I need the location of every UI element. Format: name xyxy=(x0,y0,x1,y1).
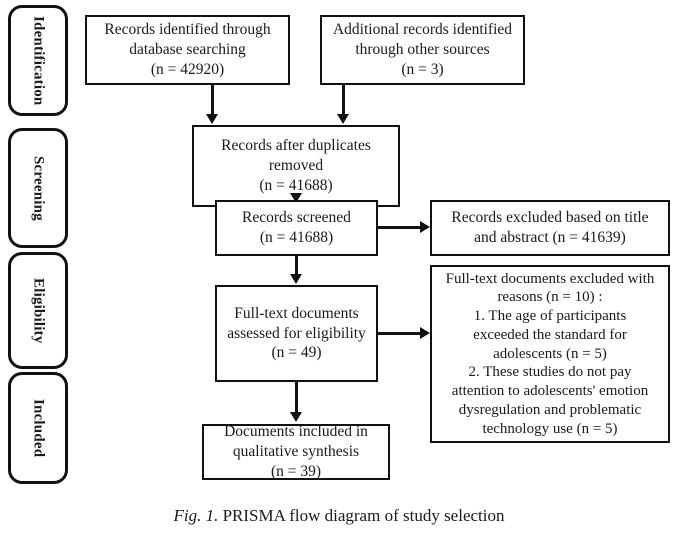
box-line: qualitative synthesis xyxy=(232,443,360,461)
arrowhead-database-to-duplicates xyxy=(206,114,218,124)
box-additional-records-other-sources: Additional records identified through ot… xyxy=(320,15,525,85)
arrowhead-fulltext-to-included xyxy=(290,412,302,422)
box-line: reasons (n = 10) : xyxy=(497,289,603,306)
box-line: Records after duplicates xyxy=(221,137,371,155)
box-line: technology use (n = 5) xyxy=(482,420,618,437)
box-fulltext-assessed-eligibility: Full-text documents assessed for eligibi… xyxy=(215,285,378,382)
box-line: 1. The age of participants xyxy=(473,308,627,325)
box-records-excluded-title-abstract: Records excluded based on title and abst… xyxy=(430,200,670,256)
connector-fulltext-to-included xyxy=(295,382,298,415)
box-line: (n = 49) xyxy=(271,344,322,362)
stage-label-screening: Screening xyxy=(8,128,68,248)
box-line: Records excluded based on title xyxy=(451,209,649,227)
box-documents-included-qualitative-synthesis: Documents included in qualitative synthe… xyxy=(202,423,390,480)
box-line: removed xyxy=(268,157,324,175)
connector-database-to-duplicates xyxy=(211,85,214,116)
box-line: adolescents (n = 5) xyxy=(493,345,607,362)
box-line: assessed for eligibility xyxy=(227,324,366,342)
connector-screened-to-excluded xyxy=(378,226,422,229)
box-line: Records identified through xyxy=(104,21,271,39)
box-line: (n = 3) xyxy=(401,60,444,78)
stage-label-included-text: Included xyxy=(30,398,47,458)
box-line: attention to adolescents' emotion xyxy=(451,383,649,400)
connector-screened-to-fulltext xyxy=(295,256,298,277)
arrowhead-screened-to-excluded xyxy=(420,221,430,233)
box-line: database searching xyxy=(129,41,246,59)
box-line: (n = 42920) xyxy=(150,60,225,78)
stage-label-included: Included xyxy=(8,372,68,484)
stage-label-identification: Identification xyxy=(8,5,68,116)
box-records-screened: Records screened (n = 41688) xyxy=(215,200,378,256)
box-line: (n = 39) xyxy=(270,462,322,480)
stage-label-identification-text: Identification xyxy=(30,15,47,106)
box-line: (n = 41688) xyxy=(259,176,333,194)
box-line: and abstract (n = 41639) xyxy=(474,229,626,246)
box-line: 2. These studies do not pay xyxy=(468,364,632,381)
arrowhead-duplicates-to-screened xyxy=(290,193,302,203)
box-line: (n = 41688) xyxy=(259,229,334,246)
arrowhead-screened-to-fulltext xyxy=(290,274,302,284)
box-line: through other sources xyxy=(355,41,490,59)
box-line: Additional records identified xyxy=(332,21,513,39)
box-line: exceeded the standard for xyxy=(473,326,627,343)
arrowhead-other-sources-to-duplicates xyxy=(337,114,349,124)
box-line: dysregulation and problematic xyxy=(458,401,642,418)
figure-caption: Fig. 1. PRISMA flow diagram of study sel… xyxy=(0,505,678,527)
figure-caption-text: PRISMA flow diagram of study selection xyxy=(222,506,505,525)
box-line: Full-text documents excluded with xyxy=(445,270,655,287)
box-fulltext-excluded-with-reasons: Full-text documents excluded with reason… xyxy=(430,265,670,443)
stage-label-eligibility: Eligibility xyxy=(8,252,68,369)
arrowhead-fulltext-to-excluded-reasons xyxy=(420,327,430,339)
box-records-identified-database: Records identified through database sear… xyxy=(85,15,290,85)
box-line: Records screened xyxy=(242,209,351,227)
stage-label-screening-text: Screening xyxy=(30,155,47,221)
figure-caption-label: Fig. 1. xyxy=(173,506,219,525)
stage-label-eligibility-text: Eligibility xyxy=(30,277,47,344)
connector-other-sources-to-duplicates xyxy=(342,85,345,116)
connector-fulltext-to-excluded-reasons xyxy=(378,332,422,335)
box-line: Documents included in xyxy=(224,423,368,441)
box-line: Full-text documents xyxy=(234,304,359,322)
